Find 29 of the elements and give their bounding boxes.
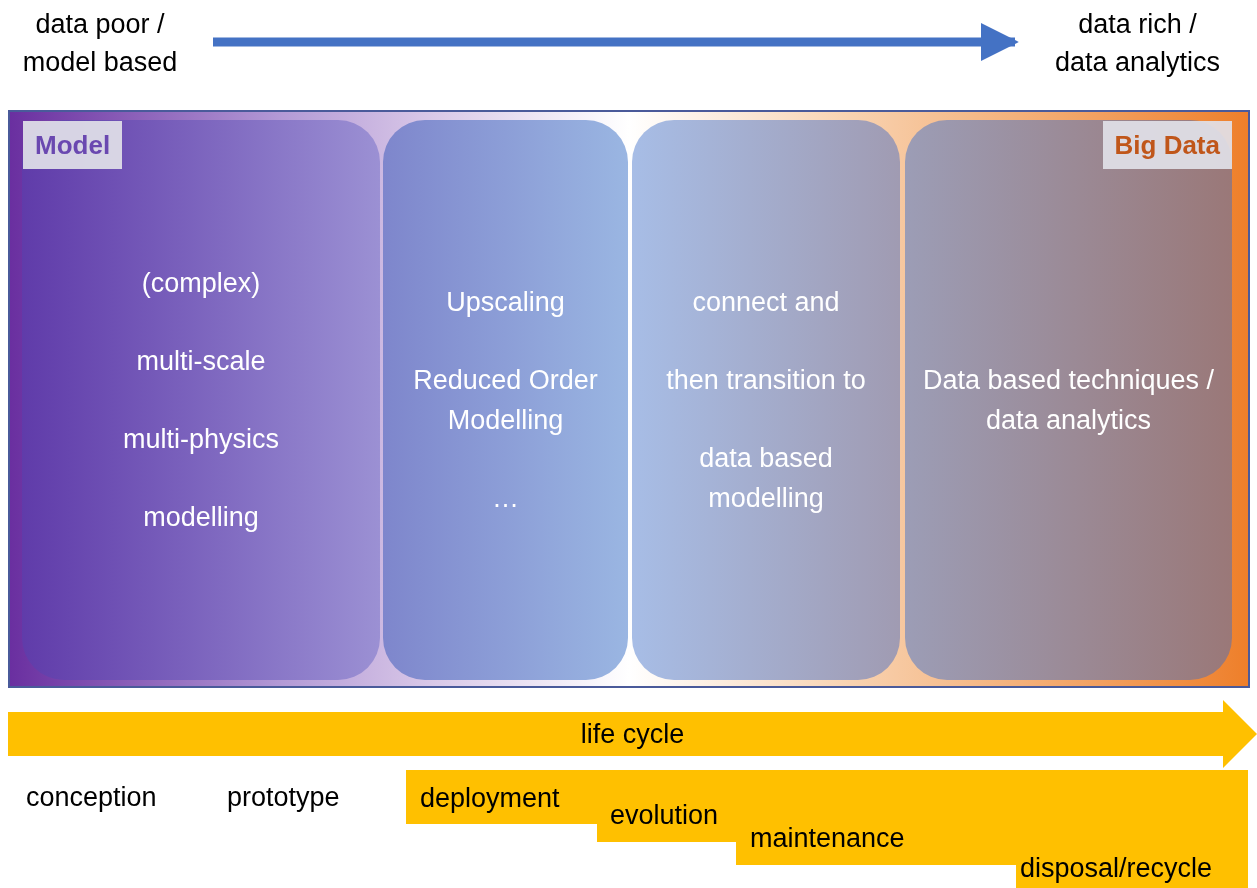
panel-text: modelling (143, 501, 259, 534)
panel-text: then transition to (666, 364, 866, 397)
panel-text: multi-scale (136, 345, 266, 378)
spectrum-panel (8, 110, 1250, 688)
corner-heading: Big Data (1102, 121, 1232, 169)
column-panel (905, 120, 1232, 680)
panel-text: Upscaling (446, 286, 565, 319)
panel-text: data based modelling (698, 442, 834, 515)
panel-text: (complex) (141, 267, 261, 300)
stage-label: conception (26, 781, 157, 814)
column-panel (383, 120, 628, 680)
stage-label: deployment (420, 781, 560, 815)
arrow-label: life cycle (580, 718, 685, 750)
stage-label: maintenance (750, 821, 905, 855)
life-cycle-arrow (8, 700, 1257, 768)
scale-end-label: data rich / data analytics (1050, 5, 1225, 85)
column-panel (22, 120, 380, 680)
corner-heading: Model (23, 121, 123, 169)
stage-label: evolution (610, 798, 719, 832)
panel-text: … (492, 482, 519, 515)
panel-text: multi-physics (123, 423, 279, 456)
panel-text: Reduced Order Modelling (412, 364, 599, 437)
column-panel (632, 120, 900, 680)
panel-text: connect and (692, 286, 840, 319)
stage-label: disposal/recycle (1020, 851, 1213, 885)
scale-end-label: data poor / model based (0, 5, 200, 85)
stage-label: prototype (227, 781, 340, 814)
arrow (213, 23, 1019, 61)
panel-text: Data based techniques / data analytics (921, 364, 1216, 437)
